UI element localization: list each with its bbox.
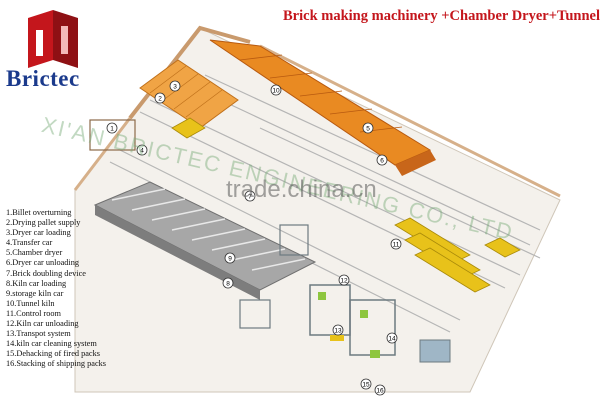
svg-text:6: 6	[380, 158, 384, 165]
legend-item: 3.Dryer car loading	[6, 228, 106, 238]
svg-text:12: 12	[340, 278, 348, 285]
legend-item: 1.Billet overturning	[6, 208, 106, 218]
marker-6: 6	[377, 155, 387, 165]
marker-14: 14	[387, 333, 397, 343]
site-watermark: trade.china.cn	[226, 176, 377, 204]
legend-item: 6.Dryer car unloading	[6, 258, 106, 268]
svg-text:2: 2	[158, 96, 162, 103]
svg-text:16: 16	[376, 388, 384, 395]
svg-text:9: 9	[228, 256, 232, 263]
marker-3: 3	[170, 81, 180, 91]
svg-text:8: 8	[226, 281, 230, 288]
legend-item: 11.Control room	[6, 309, 106, 319]
legend-item: 5.Chamber dryer	[6, 248, 106, 258]
marker-9: 9	[225, 253, 235, 263]
marker-15: 15	[361, 379, 371, 389]
legend-item: 16.Stacking of shipping packs	[6, 359, 106, 369]
marker-2: 2	[155, 93, 165, 103]
svg-text:10: 10	[272, 88, 280, 95]
svg-text:11: 11	[393, 242, 400, 249]
svg-text:5: 5	[366, 126, 370, 133]
marker-12: 12	[339, 275, 349, 285]
legend-item: 12.Kiln car unloading	[6, 319, 106, 329]
process-legend: 1.Billet overturning 2.Drying pallet sup…	[6, 208, 106, 370]
page-title: Brick making machinery +Chamber Dryer+Tu…	[283, 8, 600, 25]
svg-text:3: 3	[173, 84, 177, 91]
marker-8: 8	[223, 278, 233, 288]
svg-text:13: 13	[334, 328, 342, 335]
svg-text:14: 14	[388, 336, 396, 343]
svg-text:15: 15	[362, 382, 370, 389]
legend-item: 4.Transfer car	[6, 238, 106, 248]
legend-item: 2.Drying pallet supply	[6, 218, 106, 228]
legend-item: 10.Tunnel kiln	[6, 299, 106, 309]
legend-item: 15.Dehacking of fired packs	[6, 349, 106, 359]
legend-item: 14.kiln car cleaning system	[6, 339, 106, 349]
legend-item: 7.Brick doubling device	[6, 269, 106, 279]
legend-item: 8.Kiln car loading	[6, 279, 106, 289]
brand-name: Brictec	[6, 66, 80, 92]
legend-item: 13.Transpot system	[6, 329, 106, 339]
legend-item: 9.storage kiln car	[6, 289, 106, 299]
marker-13: 13	[333, 325, 343, 335]
marker-11: 11	[391, 239, 401, 249]
marker-16: 16	[375, 385, 385, 395]
marker-5: 5	[363, 123, 373, 133]
marker-10: 10	[271, 85, 281, 95]
